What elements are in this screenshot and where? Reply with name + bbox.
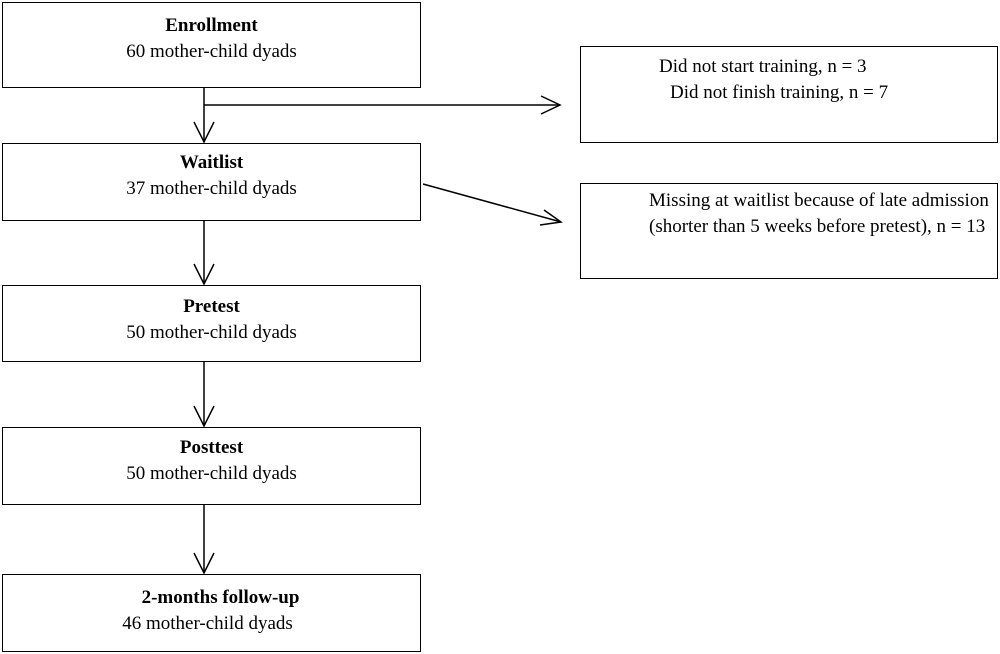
followup-title: 2-months follow-up [141,587,300,608]
arrowhead-enrollment-exclusion [540,95,562,115]
arrowhead-waitlist-exclusion [539,209,563,226]
posttest-count: 50 mother-child dyads [126,463,297,484]
training-exclusion-box: Did not start training, n = 3 Did not fi… [580,46,998,143]
waitlist-missing-text: Missing at waitlist because of late admi… [649,190,989,237]
pretest-box: Pretest 50 mother-child dyads [2,285,421,362]
waitlist-title: Waitlist [179,152,244,173]
enrollment-title: Enrollment [165,15,258,36]
posttest-box: Posttest 50 mother-child dyads [2,427,421,505]
arrowhead-waitlist-pretest [193,263,215,286]
pretest-title: Pretest [183,296,240,317]
enrollment-count: 60 mother-child dyads [126,41,297,62]
waitlist-count: 37 mother-child dyads [126,178,297,199]
arrowhead-posttest-followup [193,552,215,575]
waitlist-missing-box: Missing at waitlist because of late admi… [580,183,998,279]
enrollment-box: Enrollment 60 mother-child dyads [2,2,421,88]
followup-count: 46 mother-child dyads [122,613,293,634]
pretest-count: 50 mother-child dyads [126,322,297,343]
did-not-finish-text: Did not finish training, n = 7 [670,82,889,103]
followup-box: 2-months follow-up 46 mother-child dyads [2,574,421,652]
arrowhead-enrollment-waitlist [193,121,215,144]
waitlist-box: Waitlist 37 mother-child dyads [2,143,421,221]
arrow-waitlist-exclusion [422,183,562,223]
arrowhead-pretest-posttest [193,405,215,428]
posttest-title: Posttest [179,437,244,458]
did-not-start-text: Did not start training, n = 3 [659,56,867,77]
